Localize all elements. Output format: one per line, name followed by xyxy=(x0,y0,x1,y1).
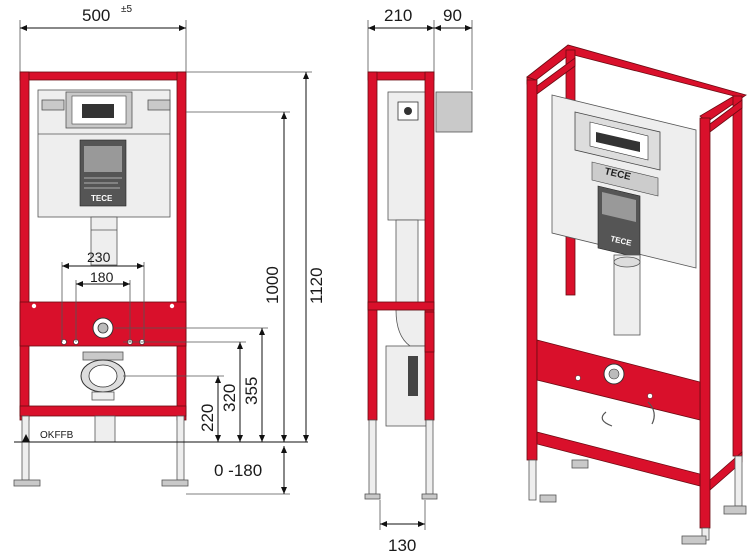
width-tolerance-label: ±5 xyxy=(121,4,132,15)
flush-pipe xyxy=(90,216,118,266)
depth-extra-label: 90 xyxy=(443,6,462,25)
right-foot-plate xyxy=(161,479,189,487)
right-foot-rod xyxy=(176,415,185,481)
dim-label-1000: 1000 xyxy=(263,266,282,304)
left-foot-plate xyxy=(13,479,41,487)
iso-front-right-post xyxy=(699,117,711,529)
iso-frame-top xyxy=(526,44,747,123)
side-frame-front-post xyxy=(424,71,435,421)
dim-label-1120: 1120 xyxy=(307,267,326,304)
side-frame-rear-post xyxy=(367,71,378,421)
waste-bracket xyxy=(82,351,124,361)
dim-label-230: 230 xyxy=(87,249,111,265)
iso-right-foot xyxy=(681,535,707,545)
isometric-view: TECE TECE xyxy=(526,44,747,545)
left-foot-rod xyxy=(21,415,30,481)
side-frame-top xyxy=(367,71,435,81)
frame-bottom-bar xyxy=(19,405,187,417)
dim-label-130: 130 xyxy=(388,536,416,555)
floor-level-label: OKFFB xyxy=(40,430,74,441)
iso-bottom-bar xyxy=(536,431,701,487)
width-label: 500 xyxy=(82,6,110,25)
dim-label-220: 220 xyxy=(198,404,217,432)
leaflet-brand: TECE xyxy=(91,194,113,203)
iso-flush-pipe xyxy=(613,254,641,336)
front-view: 500 ±5 TECE xyxy=(13,4,326,495)
side-waste-bend xyxy=(385,345,427,427)
dim-label-355: 355 xyxy=(242,377,261,405)
dim-label-foot-range: 0 -180 xyxy=(214,461,262,480)
side-frame-mid-bar xyxy=(367,301,435,311)
dim-label-180: 180 xyxy=(90,269,114,285)
iso-left-foot xyxy=(539,494,557,503)
frame-top-bar xyxy=(19,71,187,81)
dim-label-320: 320 xyxy=(220,384,239,412)
side-wall-panel xyxy=(435,91,473,133)
depth-label: 210 xyxy=(384,6,412,25)
frame-right-post xyxy=(176,71,187,421)
side-view: 210 90 130 xyxy=(364,6,473,555)
frame-left-post xyxy=(19,71,30,421)
iso-back-right-post xyxy=(732,95,743,457)
iso-front-left-post xyxy=(526,79,538,461)
